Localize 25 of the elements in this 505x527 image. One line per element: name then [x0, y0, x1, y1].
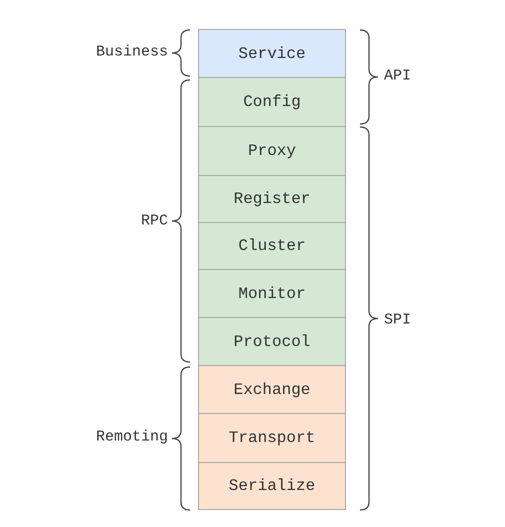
- layer-box: [198, 365, 346, 414]
- group-label: RPC: [140, 212, 168, 230]
- layer-box: [198, 29, 346, 78]
- layer-name: Monitor: [238, 284, 306, 302]
- layer-name: Serialize: [228, 477, 316, 495]
- layer-name: Protocol: [234, 332, 310, 350]
- layer-name: Config: [243, 93, 301, 111]
- layer-box: [198, 175, 346, 223]
- layer-box: [198, 222, 346, 270]
- group-label: Remoting: [96, 428, 168, 446]
- layer-name: Proxy: [248, 142, 296, 160]
- layer-box: [198, 77, 346, 127]
- layer-box: [198, 126, 346, 176]
- layer-name: Register: [234, 190, 310, 208]
- layer-box: [198, 462, 346, 510]
- layer-name: Transport: [228, 429, 316, 447]
- layer-name: Service: [238, 44, 306, 62]
- group-label: Business: [96, 44, 168, 60]
- layer-box: [198, 269, 346, 318]
- layer-box: [198, 317, 346, 366]
- group-label: SPI: [384, 312, 412, 328]
- layer-name: Cluster: [238, 237, 306, 255]
- layer-name: Exchange: [234, 380, 310, 398]
- layer-box: [198, 413, 346, 463]
- group-label: API: [384, 68, 412, 84]
